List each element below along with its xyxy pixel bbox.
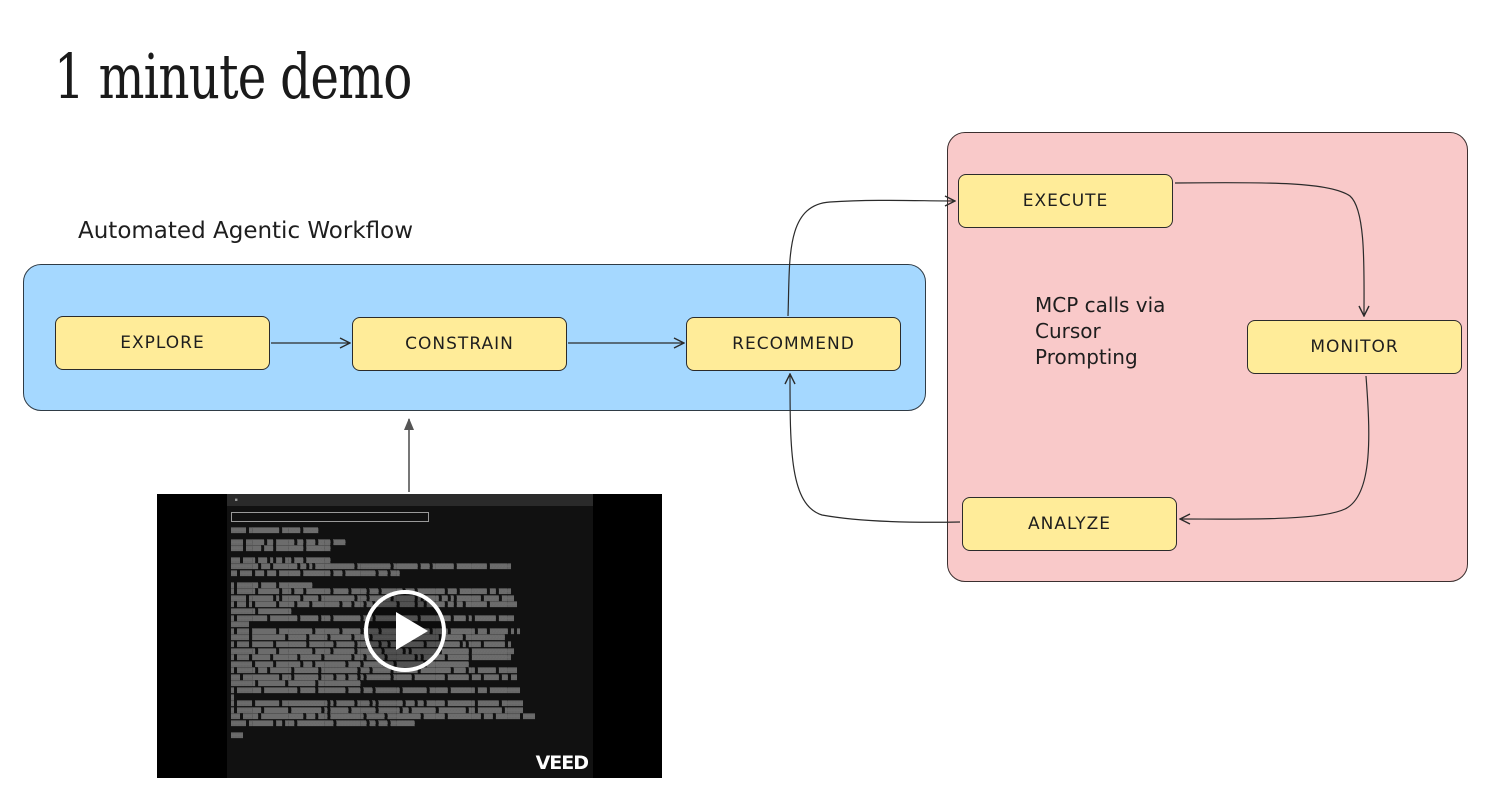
- node-analyze: ANALYZE: [962, 497, 1177, 551]
- terminal-banner: [231, 512, 429, 522]
- terminal-line: ▒ ▒▒▒▒▒▒▒▒ ▒▒▒▒▒▒▒▒ ▒▒▒▒▒▒▒▒▒▒ ▒ ▒▒▒▒▒▒ …: [231, 707, 523, 714]
- node-constrain: CONSTRAIN: [352, 317, 567, 371]
- execution-note-line-3: Prompting: [1035, 345, 1138, 369]
- terminal-line: ▒▒▒▒▒▒▒▒ ▒▒▒▒▒▒▒▒▒▒▒: [231, 608, 292, 615]
- terminal-line: ▒▒▒▒▒▒: [231, 622, 250, 629]
- terminal-line: ▒: [231, 694, 235, 701]
- node-explore-label: EXPLORE: [120, 333, 205, 353]
- terminal-line: ▒▒▒▒▒ ▒▒▒▒▒▒▒▒ ▒ ▒▒▒▒▒▒ ▒▒▒▒▒ ▒▒▒▒▒▒▒▒▒▒…: [231, 595, 514, 602]
- node-execute-label: EXECUTE: [1022, 191, 1109, 211]
- terminal-line: ▒▒▒▒▒▒▒▒ ▒▒▒▒▒▒▒▒▒ ▒▒▒▒▒▒▒▒▒ ▒▒▒▒▒▒▒▒▒▒▒…: [231, 681, 361, 688]
- node-execute: EXECUTE: [958, 174, 1173, 228]
- terminal-line: ▒ ▒▒▒▒▒▒▒ ▒▒▒▒▒ ▒▒▒▒▒▒▒▒▒▒▒: [231, 582, 313, 589]
- node-recommend-label: RECOMMEND: [732, 334, 855, 354]
- terminal-line: ▒▒▒▒▒ ▒▒▒▒▒▒▒▒▒▒ ▒▒▒▒▒▒ ▒▒▒▒▒: [231, 528, 319, 534]
- node-recommend: RECOMMEND: [686, 317, 901, 371]
- demo-video[interactable]: ■ ▒▒▒▒▒ ▒▒▒▒▒▒▒▒▒▒ ▒▒▒▒▒▒ ▒▒▒▒▒ ▒▒▒▒ ▒▒▒…: [157, 494, 662, 778]
- node-monitor-label: MONITOR: [1310, 337, 1399, 357]
- terminal-line: ▒▒▒▒: [231, 732, 244, 739]
- node-constrain-label: CONSTRAIN: [405, 334, 514, 354]
- execution-note-line-1: MCP calls via: [1035, 293, 1166, 317]
- terminal-line: ▒ ▒▒▒▒▒▒ ▒▒▒▒▒▒▒ ▒▒▒ ▒▒▒ ▒▒▒▒▒▒▒▒ ▒▒▒▒▒ …: [231, 589, 511, 596]
- terminal-line: ▒ ▒▒▒▒▒ ▒▒▒▒▒▒▒▒ ▒▒▒▒▒▒▒▒▒▒▒▒▒▒▒ ▒ ▒▒▒▒▒…: [231, 701, 523, 708]
- terminal-line: ▒▒▒▒▒ ▒▒▒▒▒▒▒▒ ▒▒ ▒▒▒ ▒▒▒▒▒▒▒▒▒▒▒▒ ▒▒▒▒▒…: [231, 721, 415, 728]
- terminal-line: ▒▒▒ ▒▒▒▒▒ ▒▒▒▒▒▒▒▒▒▒▒▒▒▒ ▒▒▒ ▒▒▒ ▒▒▒▒▒▒▒…: [231, 714, 536, 721]
- terminal-line: ▒▒▒ ▒▒▒▒ ▒▒▒ ▒ ▒▒ ▒▒ ▒▒▒ ▒▒▒▒▒▒▒▒: [231, 557, 331, 564]
- video-frame-terminal: ■ ▒▒▒▒▒ ▒▒▒▒▒▒▒▒▒▒ ▒▒▒▒▒▒ ▒▒▒▒▒ ▒▒▒▒ ▒▒▒…: [227, 494, 593, 778]
- terminal-line: ▒▒▒▒▒▒▒▒▒ ▒▒▒ ▒▒▒▒▒▒▒▒ ▒▒ ▒ ▒▒▒▒▒▒▒▒▒▒▒▒…: [231, 564, 511, 571]
- terminal-line: ▒ ▒▒▒▒ ▒▒▒▒▒▒ ▒▒▒▒▒▒▒▒ ▒▒▒▒▒▒▒ ▒▒▒▒▒▒▒▒▒…: [231, 655, 511, 662]
- play-icon[interactable]: [364, 590, 446, 672]
- terminal-line: ▒▒▒▒ ▒▒▒▒▒▒ ▒▒ ▒▒▒▒▒▒ ▒▒ ▒▒▒ ▒▒▒▒ ▒▒▒▒: [231, 539, 346, 546]
- workflow-group-label: Automated Agentic Workflow: [78, 218, 414, 244]
- terminal-line: ▒▒▒ ▒▒▒▒▒▒▒▒▒▒▒▒ ▒▒▒ ▒▒▒▒▒▒▒▒ ▒▒▒▒ ▒▒▒ ▒…: [231, 674, 517, 681]
- terminal-tab-bar: ■: [227, 494, 593, 506]
- node-analyze-label: ANALYZE: [1028, 514, 1111, 534]
- node-monitor: MONITOR: [1247, 320, 1462, 374]
- terminal-line: ▒ ▒▒▒▒▒▒▒▒ ▒▒▒▒▒▒▒▒▒▒▒ ▒▒▒▒▒ ▒▒▒▒▒▒▒▒▒ ▒…: [231, 688, 520, 695]
- veed-logo: VEED: [535, 752, 589, 774]
- terminal-line: ▒▒▒▒▒▒▒ ▒▒▒▒▒▒ ▒▒▒▒▒▒▒▒ ▒▒▒ ▒▒▒▒▒▒▒▒▒▒ ▒…: [231, 661, 469, 668]
- node-explore: EXPLORE: [55, 316, 270, 370]
- page-title: 1 minute demo: [54, 40, 412, 113]
- execution-note-line-2: Cursor: [1035, 319, 1101, 343]
- terminal-tab-icon: ■: [235, 497, 238, 502]
- execution-note: MCP calls via Cursor Prompting: [1035, 292, 1165, 370]
- terminal-line: ▒ ▒▒▒▒▒▒ ▒▒▒ ▒▒▒▒▒▒▒ ▒▒▒▒▒▒▒▒ ▒▒▒▒▒▒▒▒▒▒…: [231, 668, 517, 675]
- terminal-line: ▒▒ ▒▒▒▒ ▒▒▒ ▒▒▒ ▒▒▒▒▒▒▒ ▒▒▒▒▒▒▒▒▒ ▒▒▒ ▒▒…: [231, 570, 400, 577]
- terminal-line: ▒▒▒▒ ▒▒▒▒▒ ▒▒▒ ▒▒▒▒▒▒▒▒▒ ▒▒▒▒▒▒▒▒: [231, 546, 331, 553]
